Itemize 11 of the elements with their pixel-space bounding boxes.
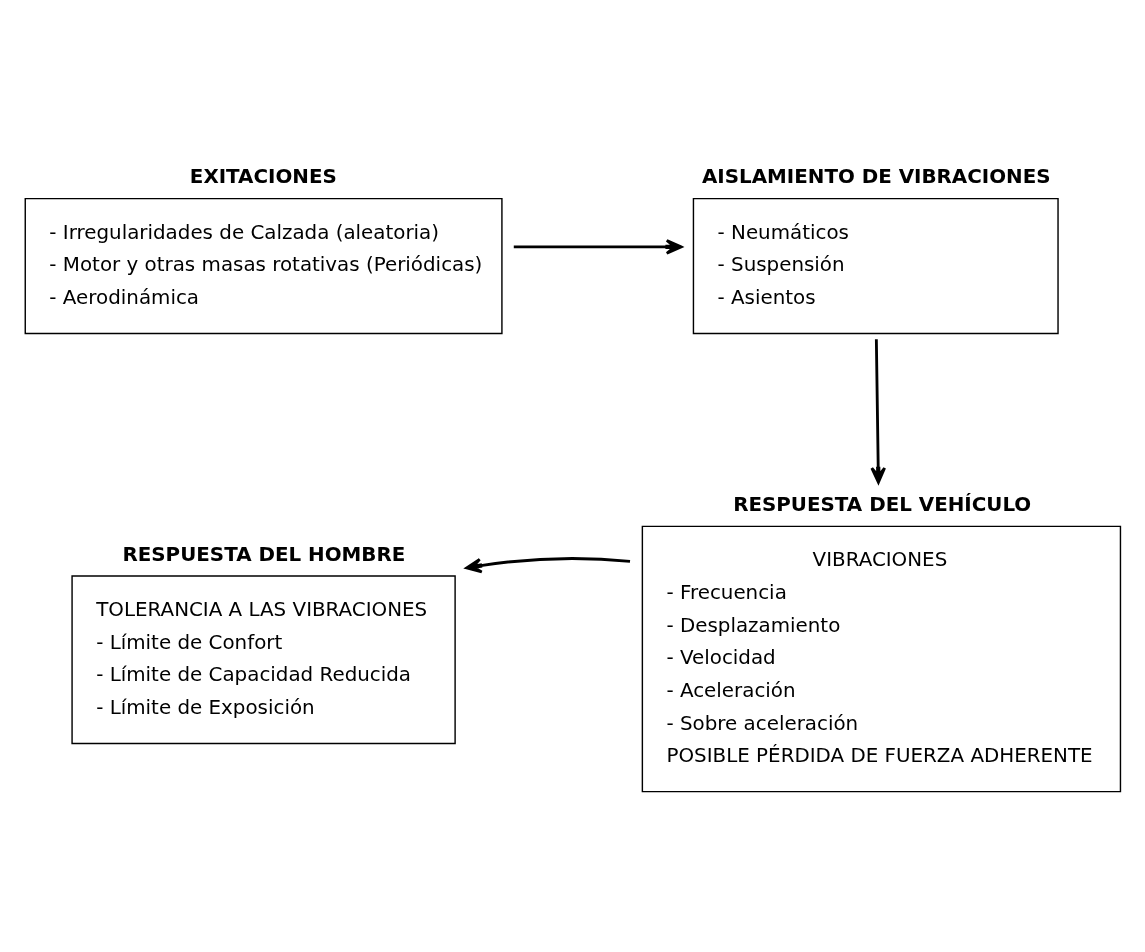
arrow: [465, 557, 631, 574]
node-label: RESPUESTA DEL HOMBRE: [122, 542, 406, 566]
node-box: - Irregularidades de Calzada (aleatoria) - Motor y otras masas rotativas (Periódicas) - Aerodinámica: [24, 197, 503, 335]
node-label: EXITACIONES: [189, 165, 337, 189]
node-label: AISLAMIENTO DE VIBRACIONES: [701, 165, 1051, 189]
arrow: [513, 239, 683, 255]
node-box: TOLERANCIA A LAS VIBRACIONES - Límite de Confort - Límite de Capacidad Reducida - Límite de Exposición: [71, 575, 456, 745]
node-box: VIBRACIONES - Frecuencia - Desplazamiento - Velocidad - Aceleración - Sobre aceleración POSIBLE PÉRDIDA DE FUERZA ADHERENTE: [641, 525, 1122, 793]
arrow: [870, 339, 886, 484]
node-box: - Neumáticos - Suspensión - Asientos: [692, 197, 1059, 335]
node-label: RESPUESTA DEL VEHÍCULO: [733, 493, 1032, 517]
